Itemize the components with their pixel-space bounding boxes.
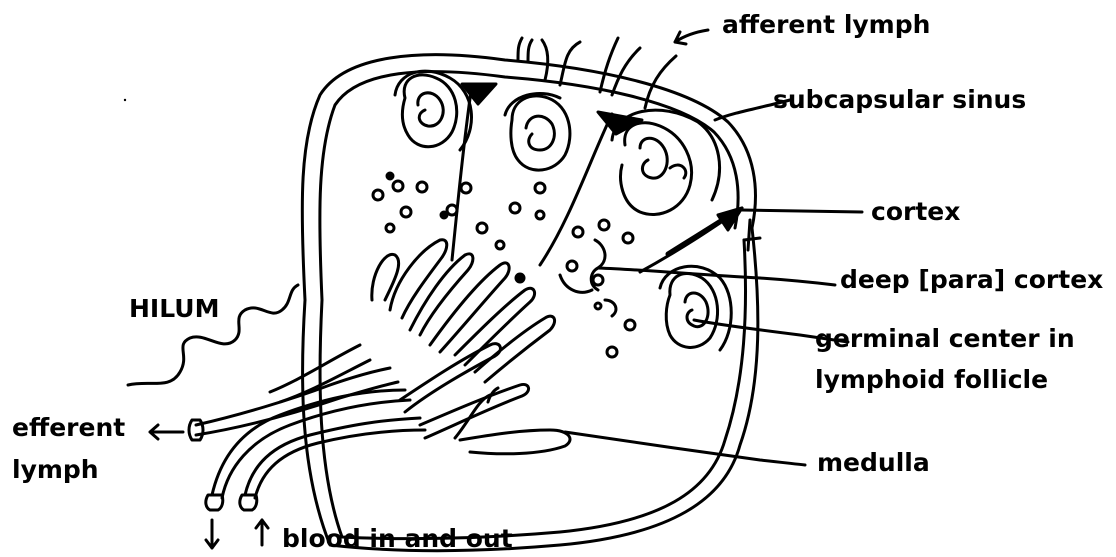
hilum-vessels xyxy=(189,345,425,510)
afferent-vessel xyxy=(528,40,532,62)
arrow-blood-out xyxy=(206,520,218,548)
label-hilum: HILUM xyxy=(129,295,219,323)
afferent-vessel xyxy=(612,48,640,95)
label-afferent-lymph: afferent lymph xyxy=(722,11,930,39)
leader-cortex xyxy=(742,210,862,212)
lymphoid-follicle xyxy=(505,93,570,170)
label-germinal-center-1: germinal center in xyxy=(815,325,1075,353)
afferent-vessel xyxy=(560,42,580,85)
lymphoid-follicle xyxy=(395,71,471,150)
label-lymph: lymph xyxy=(12,456,99,484)
arrow-efferent xyxy=(150,425,183,439)
leader-medulla xyxy=(565,432,805,465)
arrow-afferent xyxy=(675,30,708,44)
label-subcapsular-sinus: subcapsular sinus xyxy=(773,86,1026,114)
afferent-vessel xyxy=(542,40,548,80)
trabecula xyxy=(540,114,612,265)
label-efferent: efferent xyxy=(12,414,125,442)
trabecula xyxy=(452,84,472,260)
label-cortex: cortex xyxy=(871,198,960,226)
label-blood-in-and-out: blood in and out xyxy=(282,525,513,553)
leader-deep-cortex xyxy=(598,268,835,285)
label-deep-cortex: deep [para] cortex xyxy=(840,266,1103,294)
label-medulla: medulla xyxy=(817,449,930,477)
afferent-vessel xyxy=(518,38,522,60)
arrow-blood-in xyxy=(256,520,268,545)
medullary-cords xyxy=(372,240,570,454)
label-germinal-center-2: lymphoid follicle xyxy=(815,366,1048,394)
lymphoid-follicle xyxy=(660,266,731,350)
